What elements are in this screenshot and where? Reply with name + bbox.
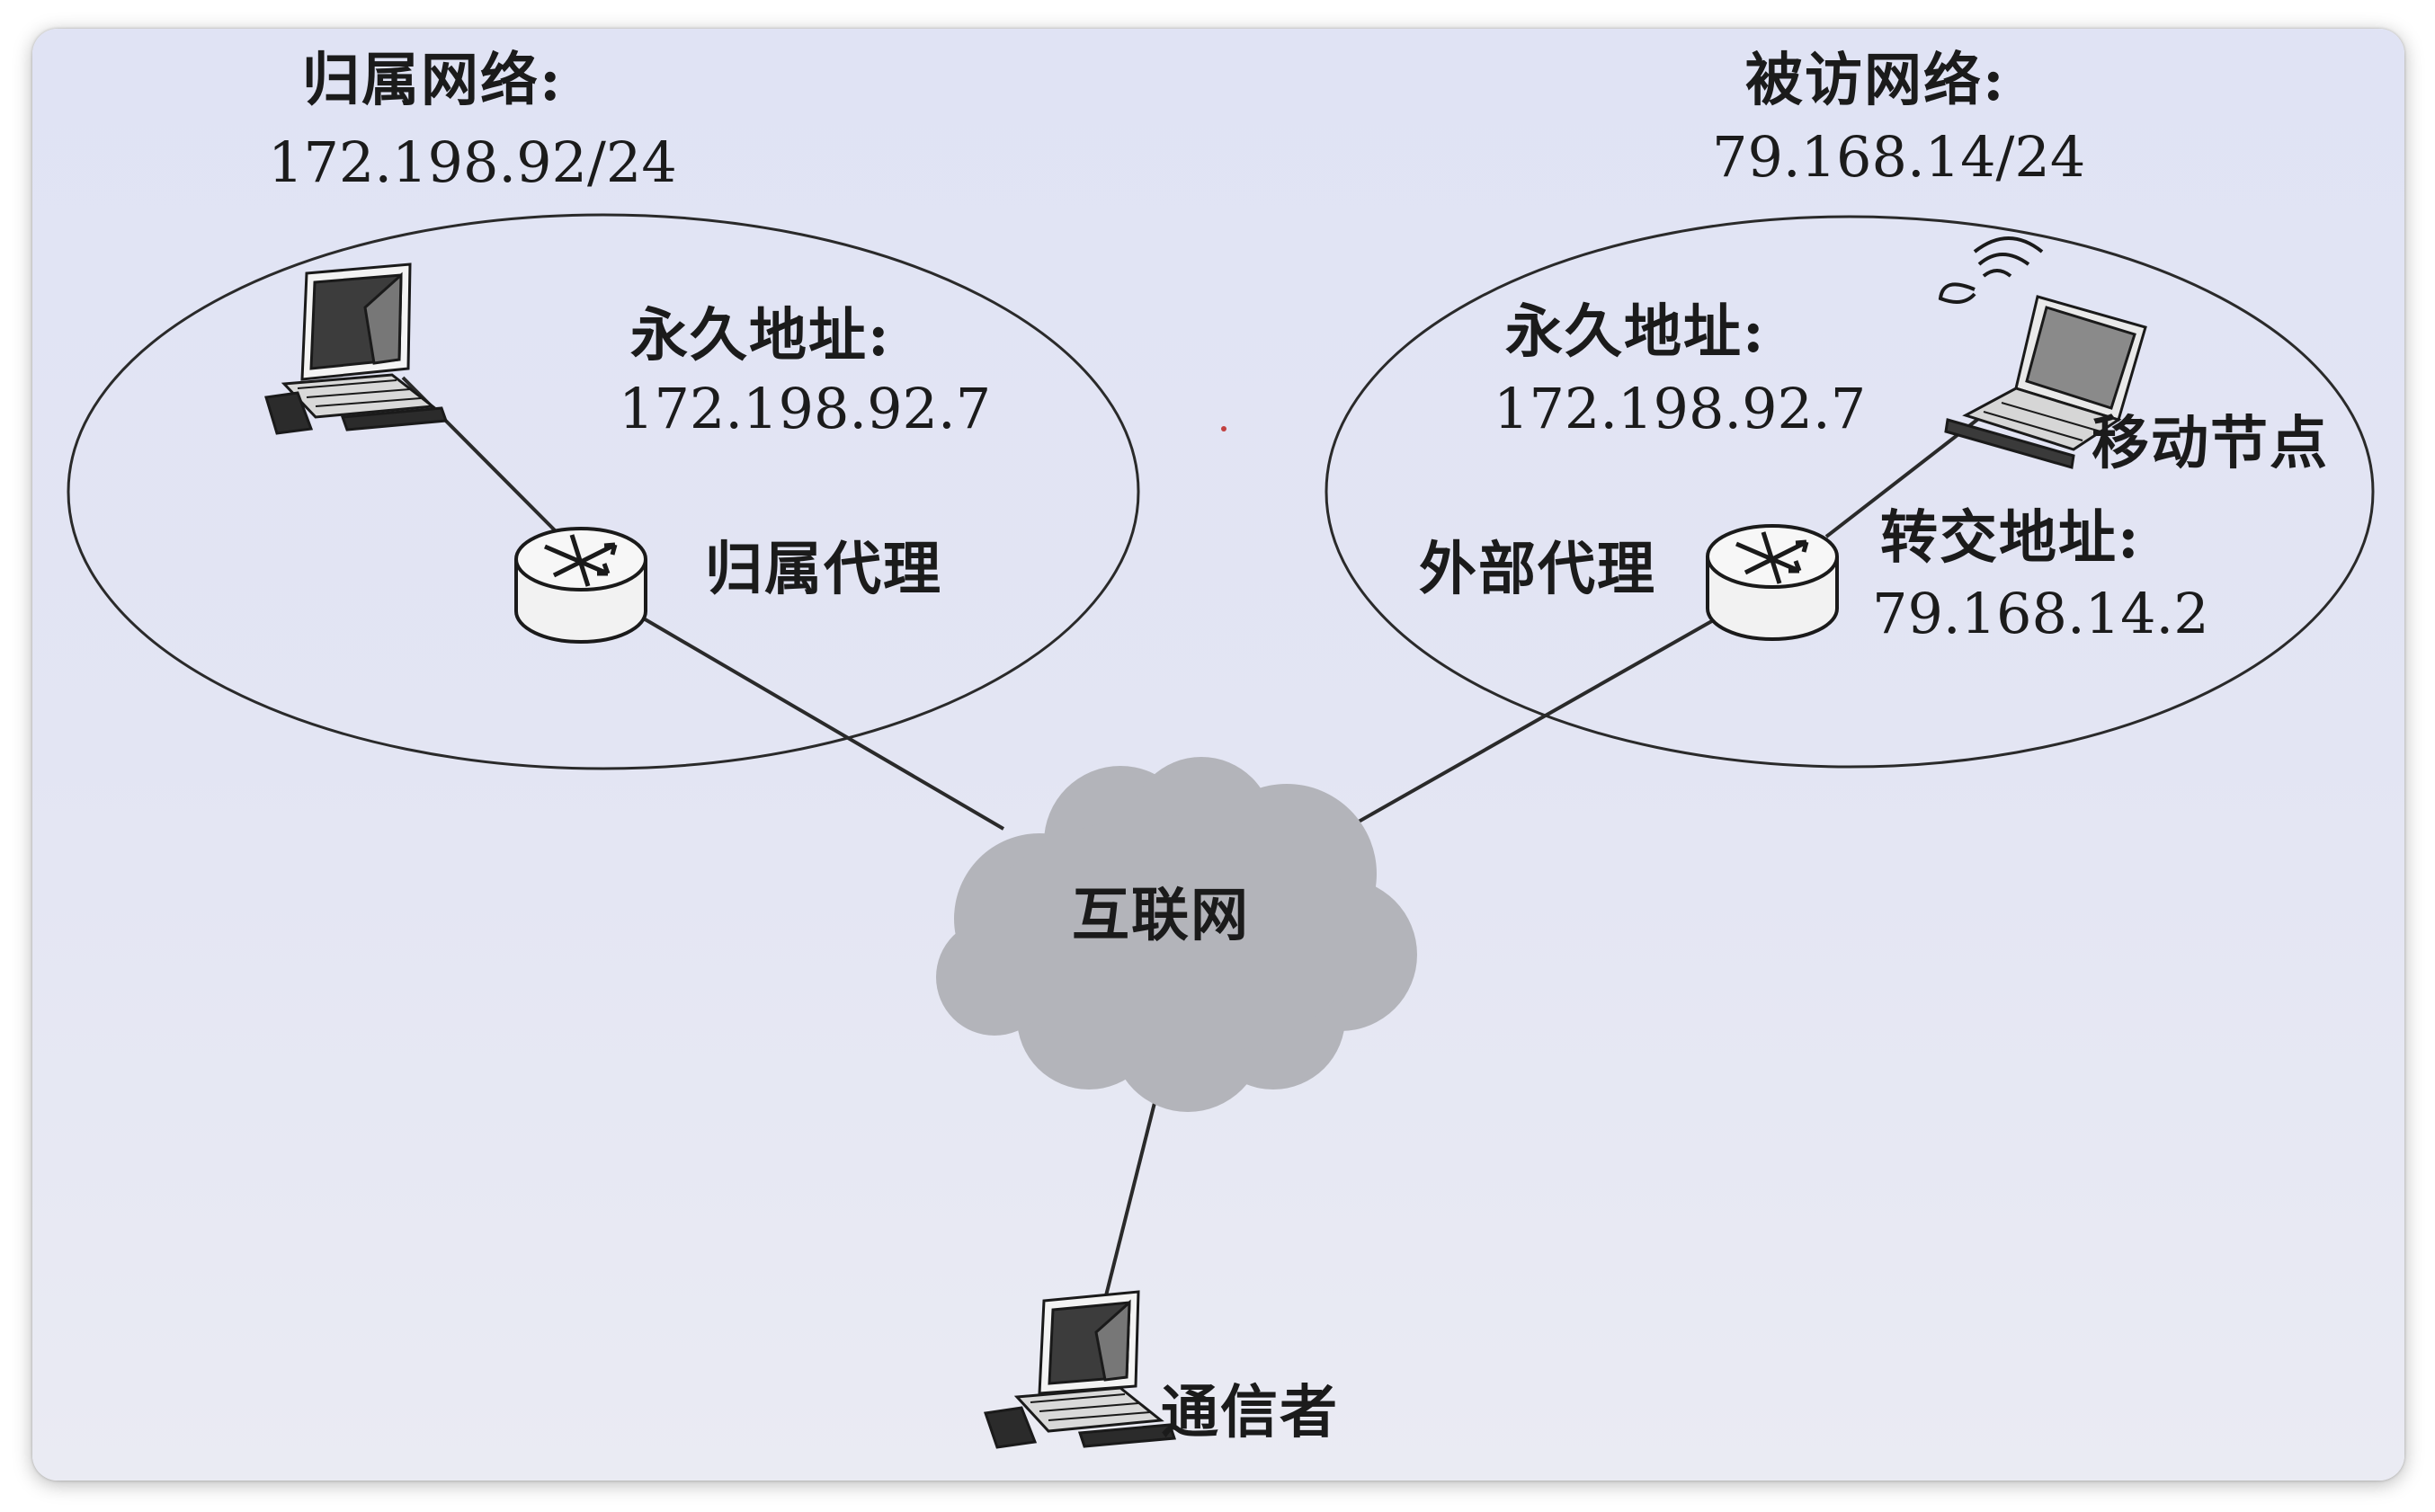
links	[401, 376, 2008, 1329]
home-permanent-address: 172.198.92.7	[619, 376, 992, 441]
diagram-frame: 归属网络: 172.198.92/24 永久地址: 172.198.92.7 归…	[32, 29, 2404, 1481]
link-internet-to-correspondent	[1096, 1084, 1161, 1329]
home-network-title: 归属网络:	[302, 47, 563, 114]
link-foreign-agent-to-mobile-node	[1824, 396, 2008, 538]
mobile-node-laptop-icon	[1938, 236, 2147, 469]
visited-network-ellipse	[1325, 215, 2375, 769]
foreign-agent-router-icon	[1706, 524, 1839, 641]
stray-dot	[1221, 426, 1226, 431]
correspondent-computer-icon	[983, 1290, 1177, 1449]
home-host-computer-icon	[264, 262, 449, 435]
care-of-address-label: 转交地址:	[1880, 504, 2141, 572]
mobile-node-label: 移动节点	[2092, 410, 2329, 477]
visited-network-title: 被访网络:	[1745, 47, 2006, 114]
foreign-agent-label: 外部代理	[1419, 536, 1656, 603]
internet-cloud-icon	[936, 757, 1417, 1112]
link-home-agent-to-internet	[640, 616, 1005, 831]
care-of-address: 79.168.14.2	[1872, 581, 2209, 646]
mobile-ip-diagram	[67, 213, 2375, 1449]
visited-permanent-address: 172.198.92.7	[1494, 376, 1867, 441]
correspondent-label: 通信者	[1161, 1379, 1339, 1446]
visited-permanent-address-label: 永久地址:	[1505, 298, 1766, 366]
visited-network-subnet: 79.168.14/24	[1712, 124, 2086, 190]
home-network-ellipse	[67, 213, 1140, 770]
internet-label: 互联网	[1072, 882, 1250, 949]
home-agent-label: 归属代理	[705, 536, 942, 603]
home-agent-router-icon	[514, 527, 647, 644]
home-network-subnet: 172.198.92/24	[268, 129, 677, 195]
home-permanent-address-label: 永久地址:	[630, 302, 891, 369]
link-foreign-agent-to-internet	[1337, 613, 1724, 835]
